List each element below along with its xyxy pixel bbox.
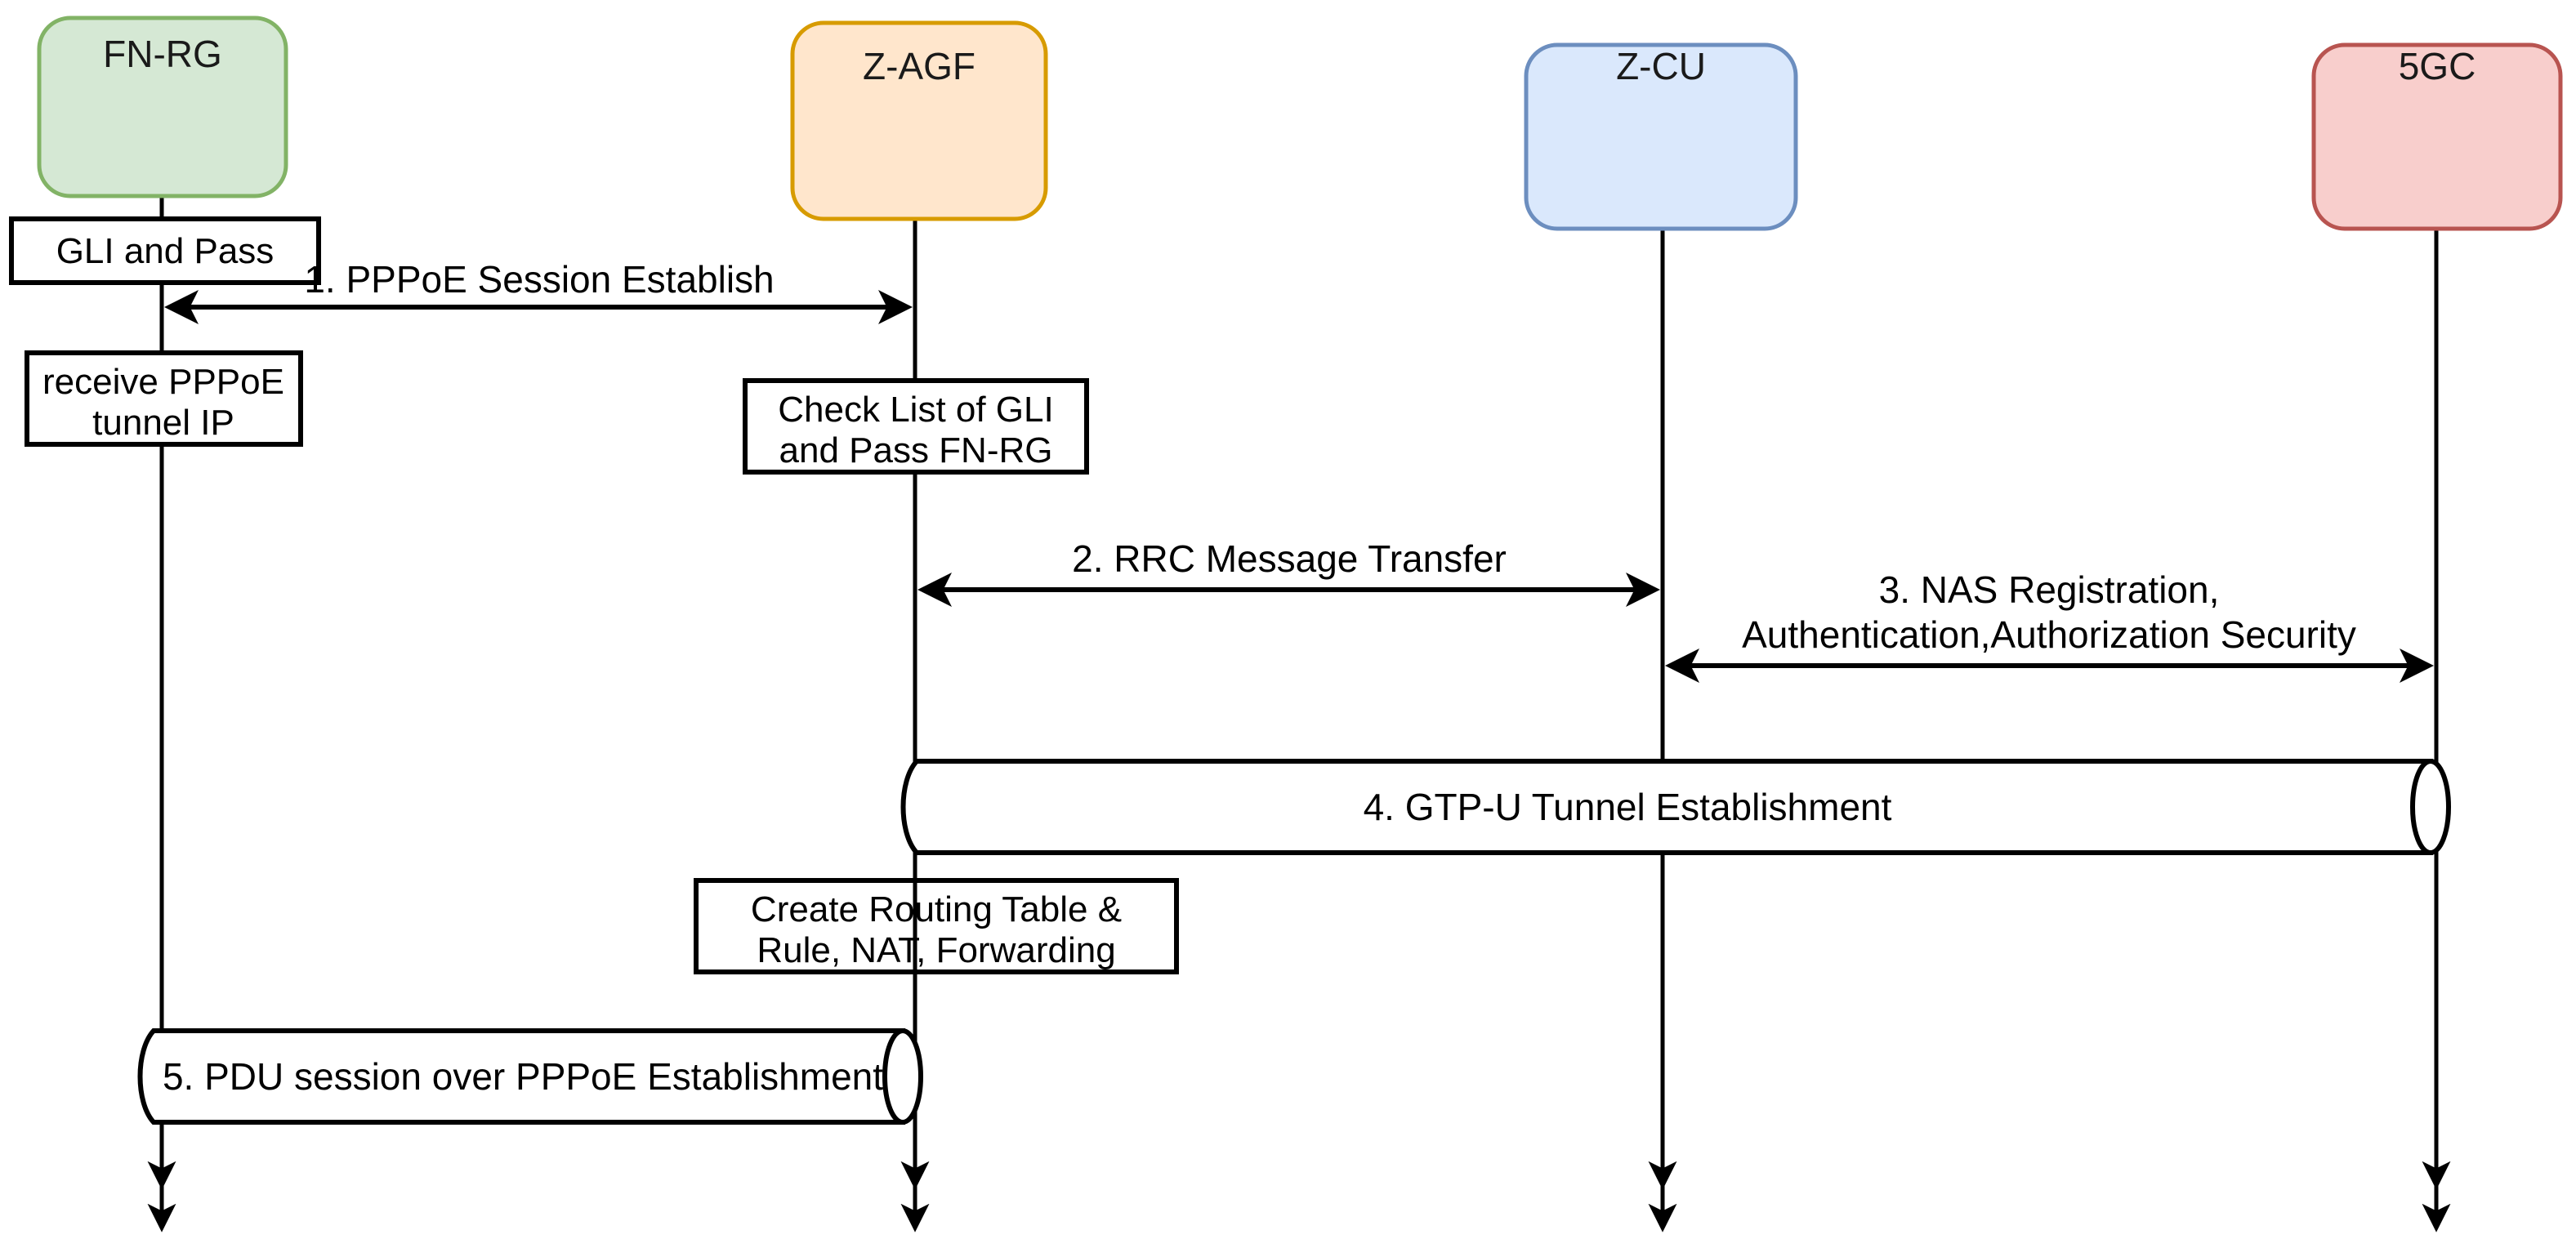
- note-text-receive-pppoe-l2: tunnel IP: [92, 403, 234, 443]
- message-5-tunnel-cap: [882, 1028, 923, 1125]
- note-box-check-list: [743, 378, 1089, 475]
- message-2-rrc-message-transfer: 2. RRC Message Transfer: [917, 537, 1660, 607]
- message-3-nas-registration: 3. NAS Registration, Authentication,Auth…: [1665, 568, 2434, 683]
- note-gli-and-pass: GLI and Pass: [9, 216, 321, 285]
- actor-z-agf[interactable]: Z-AGF: [790, 20, 1048, 221]
- message-2-label: 2. RRC Message Transfer: [1072, 537, 1507, 580]
- actor-fn-rg[interactable]: FN-RG: [37, 16, 288, 198]
- note-check-list-gli-pass: Check List of GLI and Pass FN-RG: [743, 378, 1089, 475]
- actor-5gc[interactable]: 5GC: [2311, 42, 2563, 231]
- note-box-gli-and-pass: [9, 216, 321, 285]
- message-1-pppoe-session-establish: 1. PPPoE Session Establish: [164, 258, 913, 324]
- lifeline-end-arrows: [147, 1176, 2451, 1232]
- message-5-label: 5. PDU session over PPPoE Establishment: [163, 1055, 883, 1098]
- note-text-check-list-l1: Check List of GLI: [778, 390, 1053, 430]
- note-create-routing-table: Create Routing Table & Rule, NAT, Forwar…: [694, 878, 1179, 974]
- message-4-gtp-u-tunnel-establishment: 4. GTP-U Tunnel Establishment: [900, 759, 2451, 855]
- note-receive-pppoe-tunnel-ip: receive PPPoE tunnel IP: [25, 350, 303, 447]
- note-text-check-list-l2: and Pass FN-RG: [779, 430, 1053, 470]
- note-box-create-routing: [694, 878, 1179, 974]
- note-text-create-routing-l2: Rule, NAT, Forwarding: [757, 930, 1115, 970]
- actor-label-fn-rg: FN-RG: [103, 33, 222, 75]
- message-3-label-line1: 3. NAS Registration,: [1879, 568, 2220, 611]
- message-5-tunnel-body: [137, 1028, 905, 1125]
- lifeline-overlay-group: [159, 853, 2439, 1183]
- actor-z-cu[interactable]: Z-CU: [1524, 42, 1798, 231]
- message-3-label-line2: Authentication,Authorization Security: [1742, 613, 2356, 656]
- note-text-create-routing-l1: Create Routing Table &: [751, 889, 1122, 929]
- actor-label-5gc: 5GC: [2399, 45, 2476, 87]
- actor-box-fn-rg[interactable]: [37, 16, 288, 198]
- message-4-tunnel-cap: [2410, 759, 2451, 855]
- actor-box-z-cu[interactable]: [1524, 42, 1798, 231]
- actor-box-5gc[interactable]: [2311, 42, 2563, 231]
- note-text-gli-and-pass: GLI and Pass: [56, 231, 275, 271]
- message-5-pdu-session-over-pppoe: 5. PDU session over PPPoE Establishment: [137, 1028, 923, 1125]
- actor-label-z-agf: Z-AGF: [863, 45, 975, 87]
- message-1-label: 1. PPPoE Session Establish: [304, 258, 774, 301]
- note-text-receive-pppoe-l1: receive PPPoE: [42, 362, 284, 402]
- actor-label-z-cu: Z-CU: [1616, 45, 1706, 87]
- message-4-label: 4. GTP-U Tunnel Establishment: [1364, 786, 1892, 828]
- actor-box-z-agf[interactable]: [790, 20, 1048, 221]
- message-4-tunnel-body: [900, 759, 2433, 855]
- note-box-receive-pppoe: [25, 350, 303, 447]
